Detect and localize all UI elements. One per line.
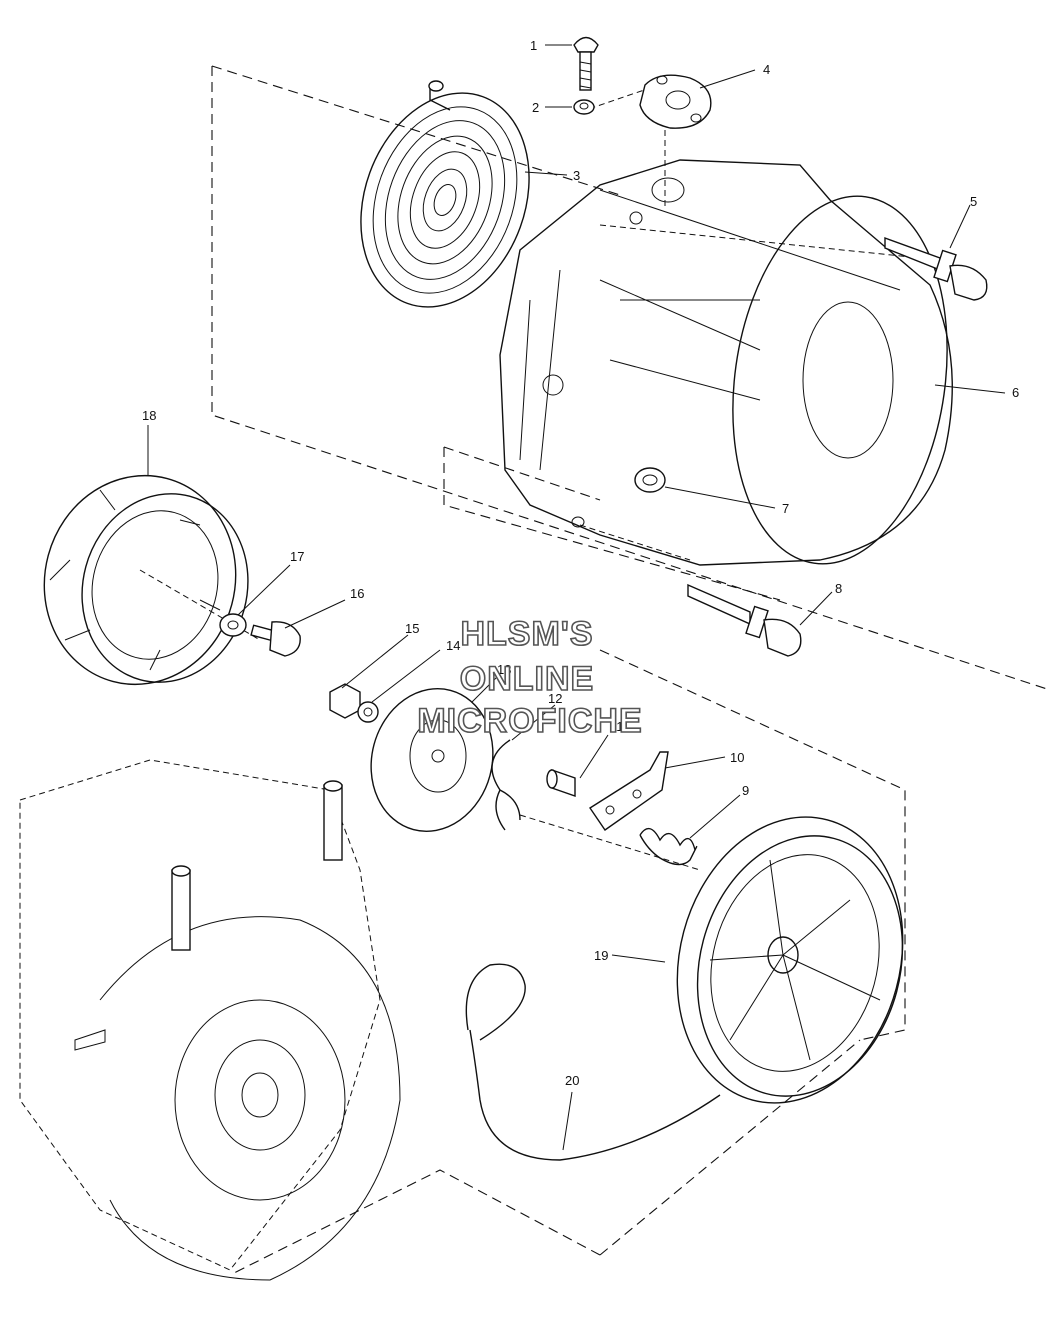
part-14-washer — [357, 701, 379, 723]
callout-16: 16 — [350, 586, 364, 601]
watermark-line-3: MICROFICHE — [417, 702, 642, 740]
callout-1: 1 — [530, 38, 537, 53]
watermark-line-1: HLSM'S — [460, 615, 593, 653]
callout-2: 2 — [532, 100, 539, 115]
callout-3: 3 — [573, 168, 580, 183]
part-15-nut — [329, 683, 361, 719]
part-11-collar — [546, 769, 576, 797]
part-2-washer — [573, 99, 595, 115]
part-18-drive-cup — [43, 474, 249, 686]
watermark: HLSM'S ONLINE MICROFICHE — [417, 614, 643, 741]
part-6-starter-housing — [499, 159, 953, 566]
callout-18: 18 — [142, 408, 156, 423]
callout-4: 4 — [763, 62, 770, 77]
part-4-bracket — [639, 74, 712, 129]
part-5-bolt — [884, 237, 988, 301]
callout-6: 6 — [1012, 385, 1019, 400]
callout-11: 11 — [610, 719, 624, 734]
part-16-bolt — [250, 621, 301, 657]
callout-12: 12 — [548, 691, 562, 706]
callout-5: 5 — [970, 194, 977, 209]
callout-14: 14 — [446, 638, 460, 653]
assembly-boundary-lines — [139, 65, 1051, 1276]
callout-9: 9 — [742, 783, 749, 798]
callout-13: 13 — [497, 662, 511, 677]
callout-19: 19 — [594, 948, 608, 963]
part-3-recoil-spring — [360, 80, 530, 308]
part-12-spring-clip — [491, 739, 521, 831]
callout-7: 7 — [782, 501, 789, 516]
callout-labels: 1 2 3 4 5 6 7 8 9 10 11 12 13 14 15 16 1… — [142, 38, 1019, 1088]
callout-10: 10 — [730, 750, 744, 765]
part-13-friction-plate — [370, 688, 494, 832]
engine-crankcase — [19, 759, 401, 1281]
part-17-washer — [219, 613, 247, 637]
callout-17: 17 — [290, 549, 304, 564]
callout-8: 8 — [835, 581, 842, 596]
part-7-grommet — [634, 467, 666, 493]
part-20-starter-rope — [465, 963, 721, 1161]
leader-lines — [147, 44, 1006, 1151]
callout-15: 15 — [405, 621, 419, 636]
callout-20: 20 — [565, 1073, 579, 1088]
part-1-screw — [573, 36, 599, 91]
part-19-rope-pulley — [676, 816, 904, 1104]
part-10-ratchet-pawl — [589, 751, 669, 831]
part-9-coil-spring — [639, 827, 698, 866]
watermark-line-2: ONLINE — [460, 660, 594, 698]
part-8-bolt — [687, 583, 802, 657]
